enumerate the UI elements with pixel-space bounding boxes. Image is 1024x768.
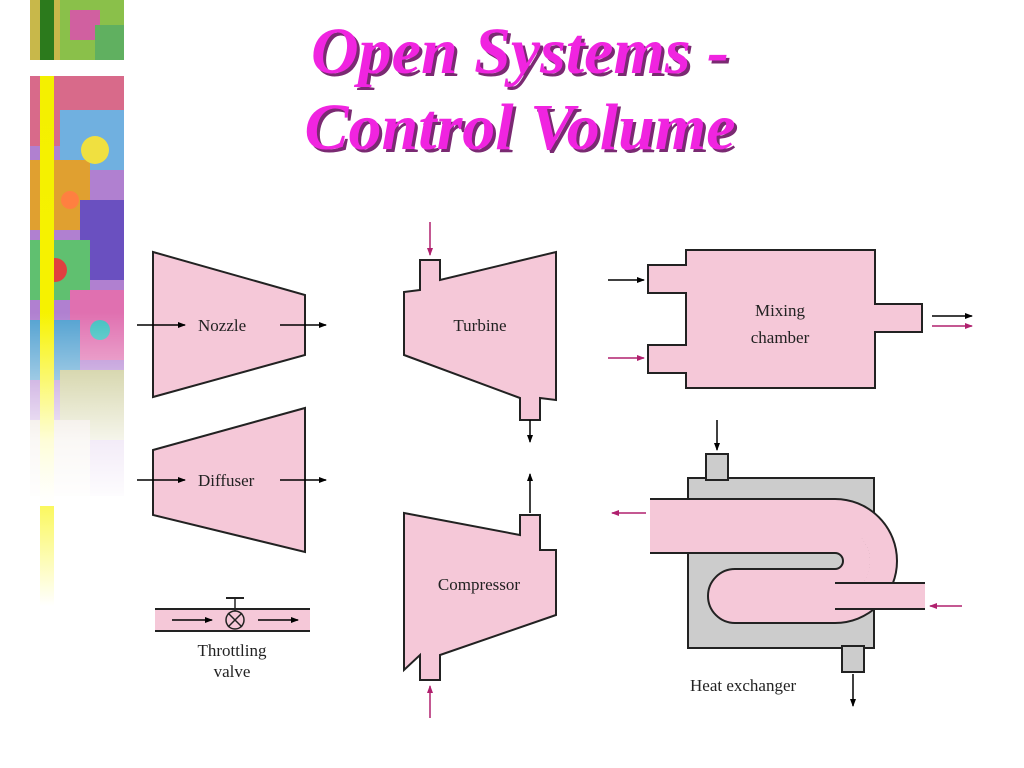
throttling-valve: Throttling valve — [155, 597, 310, 681]
slide-title: Open Systems - Control Volume — [160, 14, 880, 166]
turbine: Turbine — [403, 222, 557, 443]
heat-exchanger-tube-right — [835, 583, 925, 609]
compressor: Compressor — [403, 473, 557, 718]
diffuser-label: Diffuser — [198, 471, 255, 490]
valve-cross-b — [227, 612, 243, 628]
mixing-chamber-body — [647, 249, 923, 389]
compressor-label: Compressor — [438, 575, 521, 594]
mixing-chamber-label-line1: Mixing — [755, 301, 806, 320]
turbine-body — [403, 250, 557, 421]
throttling-valve-label-line2: valve — [214, 662, 251, 681]
compressor-body — [403, 511, 557, 681]
mixing-chamber: Mixing chamber — [608, 249, 973, 389]
heat-exchanger-outlet-nozzle — [841, 645, 865, 673]
heat-exchanger-label: Heat exchanger — [690, 676, 797, 695]
nozzle-body — [152, 250, 306, 399]
heat-exchanger-inlet-nozzle — [705, 453, 729, 481]
heat-exchanger: Heat exchanger — [611, 420, 962, 707]
diffuser: Diffuser — [137, 406, 327, 554]
heat-exchanger-tube-fill — [650, 500, 896, 622]
nozzle: Nozzle — [137, 250, 327, 399]
slide-title-line2: Control Volume — [304, 91, 736, 164]
throttling-valve-label-line1: Throttling — [198, 641, 267, 660]
diffuser-body — [152, 406, 306, 554]
nozzle-label: Nozzle — [198, 316, 246, 335]
side-strip-art — [30, 0, 124, 606]
mixing-chamber-label-line2: chamber — [751, 328, 810, 347]
turbine-label: Turbine — [453, 316, 506, 335]
slide-title-line1: Open Systems - — [311, 15, 729, 88]
